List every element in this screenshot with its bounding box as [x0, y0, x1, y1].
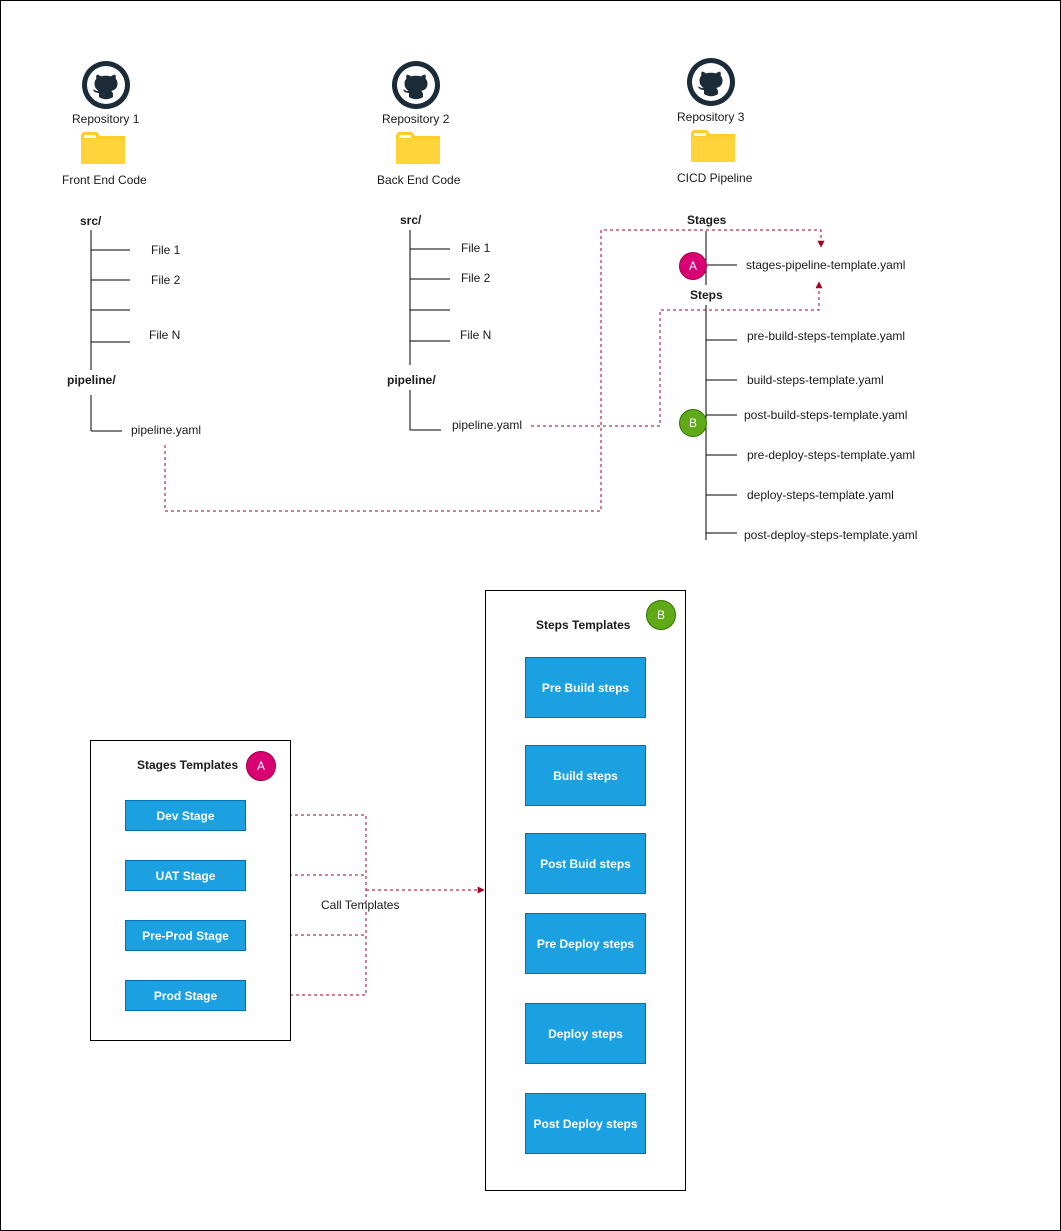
- badge-b: B: [646, 600, 676, 630]
- backend-pipeline-file: pipeline.yaml: [452, 418, 523, 432]
- repo-1-folder-label: Front End Code: [62, 173, 147, 187]
- github-icon: [391, 60, 441, 110]
- github-icon: [81, 60, 131, 110]
- backend-file: File 2: [461, 271, 491, 285]
- backend-file: File N: [460, 328, 492, 342]
- stage-node: Prod Stage: [125, 980, 246, 1011]
- steps-templates-title: Steps Templates: [536, 618, 631, 632]
- step-node: Post Buid steps: [525, 833, 646, 894]
- repo-3-label: Repository 3: [677, 110, 745, 124]
- steps-template-file: post-build-steps-template.yaml: [744, 408, 908, 422]
- steps-template-file: pre-deploy-steps-template.yaml: [747, 448, 916, 462]
- step-node: Build steps: [525, 745, 646, 806]
- steps-template-file: deploy-steps-template.yaml: [747, 488, 894, 502]
- backend-pipeline-dir: pipeline/: [387, 373, 436, 387]
- stage-node: Pre-Prod Stage: [125, 920, 246, 951]
- cicd-tree-lines: [705, 231, 737, 540]
- stage-node: Dev Stage: [125, 800, 246, 831]
- folder-icon: [395, 131, 441, 165]
- frontend-src-dir: src/: [80, 214, 102, 228]
- folder-icon: [690, 129, 736, 163]
- frontend-pipeline-dir: pipeline/: [67, 373, 116, 387]
- stages-heading: Stages: [687, 213, 727, 227]
- stages-template-file: stages-pipeline-template.yaml: [746, 258, 906, 272]
- step-node: Pre Build steps: [525, 657, 646, 718]
- repo-2-label: Repository 2: [382, 112, 450, 126]
- stage-node: UAT Stage: [125, 860, 246, 891]
- frontend-pipeline-link: [164, 229, 825, 512]
- steps-template-file: post-deploy-steps-template.yaml: [744, 528, 918, 542]
- stages-templates-title: Stages Templates: [137, 758, 239, 772]
- backend-tree-lines: [409, 230, 450, 431]
- repo-3-folder-label: CICD Pipeline: [677, 171, 753, 185]
- frontend-tree-lines: [90, 230, 130, 432]
- step-node: Deploy steps: [525, 1003, 646, 1064]
- github-icon: [686, 57, 736, 107]
- backend-file: File 1: [461, 241, 491, 255]
- step-node: Post Deploy steps: [525, 1093, 646, 1154]
- badge-a: A: [246, 751, 276, 781]
- repo-2-folder-label: Back End Code: [377, 173, 461, 187]
- badge-a: A: [679, 252, 707, 280]
- frontend-file: File N: [149, 328, 181, 342]
- badge-b: B: [679, 409, 707, 437]
- frontend-pipeline-file: pipeline.yaml: [131, 423, 202, 437]
- repo-1-label: Repository 1: [72, 112, 140, 126]
- steps-heading: Steps: [690, 288, 723, 302]
- folder-icon: [80, 131, 126, 165]
- frontend-file: File 1: [151, 243, 181, 257]
- call-templates-label: Call Templates: [321, 898, 400, 912]
- backend-pipeline-link: [531, 281, 823, 427]
- step-node: Pre Deploy steps: [525, 913, 646, 974]
- frontend-file: File 2: [151, 273, 181, 287]
- backend-src-dir: src/: [400, 213, 422, 227]
- steps-template-file: build-steps-template.yaml: [747, 373, 884, 387]
- steps-template-file: pre-build-steps-template.yaml: [747, 329, 906, 343]
